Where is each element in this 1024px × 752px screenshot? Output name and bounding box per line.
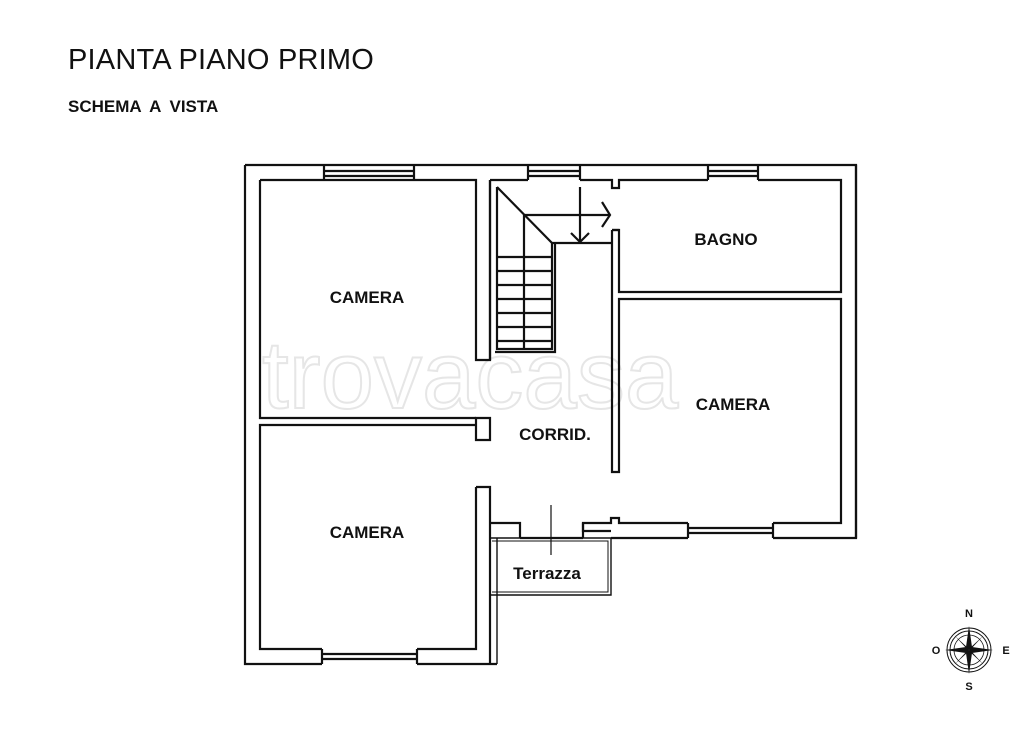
- room-label-camera-e: CAMERA: [696, 395, 771, 414]
- compass-rose-icon: [945, 626, 993, 674]
- plan-title: PIANTA PIANO PRIMO: [68, 44, 375, 76]
- compass-south: S: [965, 681, 972, 693]
- room-label-corridor: CORRID.: [519, 425, 591, 444]
- room-label-camera-nw: CAMERA: [330, 288, 405, 307]
- room-label-camera-sw: CAMERA: [330, 523, 405, 542]
- walls: [243, 163, 858, 666]
- compass-north: N: [965, 608, 973, 620]
- compass-west: O: [932, 645, 941, 657]
- room-label-terrazza: Terrazza: [513, 564, 581, 583]
- plan-subtitle: SCHEMA A VISTA: [68, 97, 219, 116]
- compass-east: E: [1002, 645, 1009, 657]
- watermark: trovacasa: [262, 322, 679, 429]
- room-label-bagno: BAGNO: [694, 230, 757, 249]
